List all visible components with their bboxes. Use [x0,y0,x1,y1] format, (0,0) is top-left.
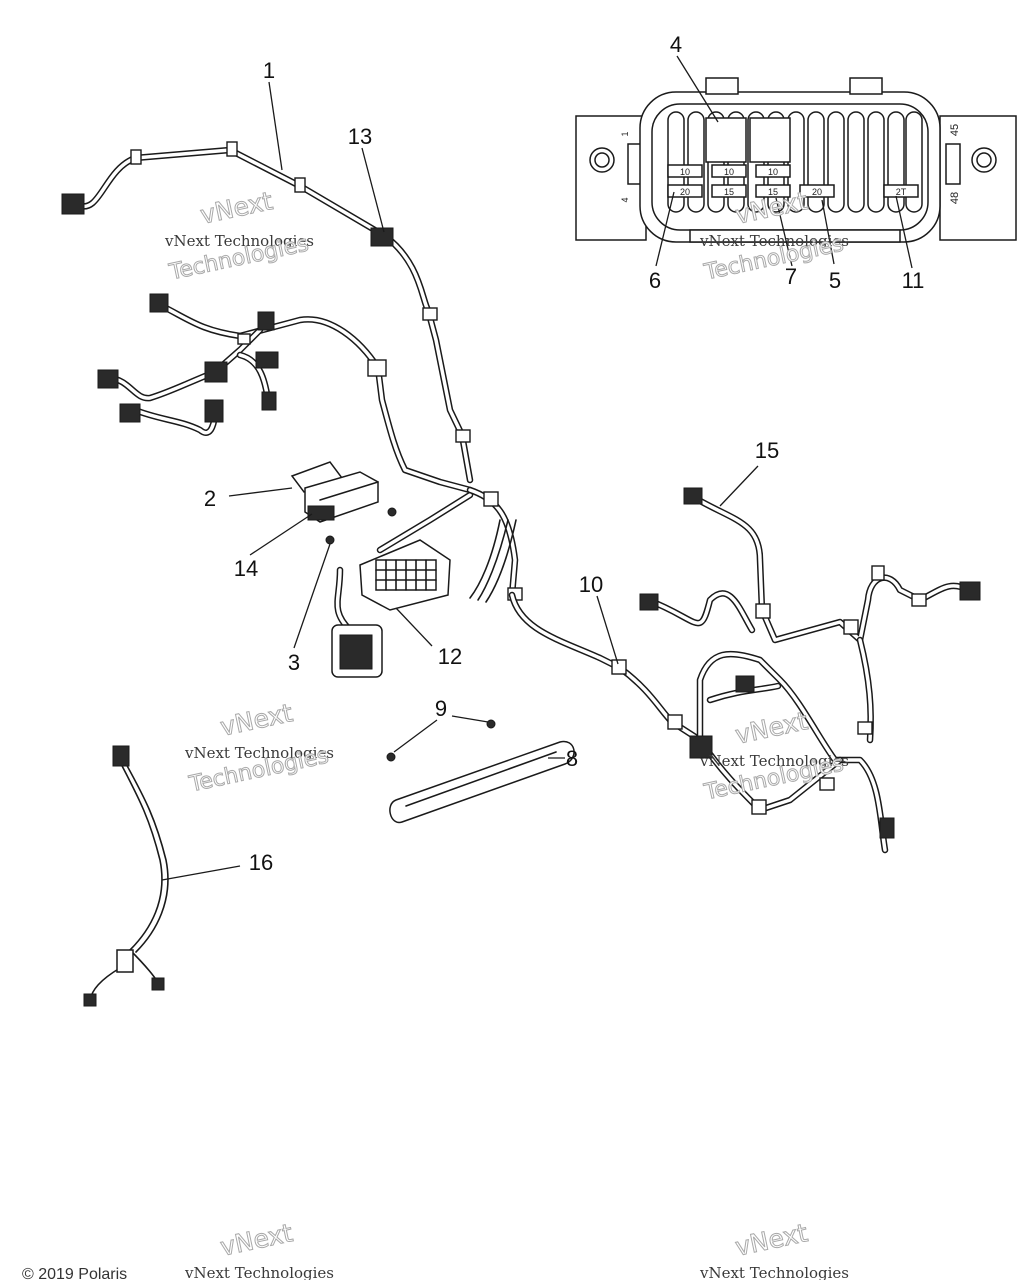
callout-1: 1 [263,58,275,83]
screw [325,535,335,545]
mounting-strap [389,740,575,824]
callout-15: 15 [755,438,779,463]
connector-plug [370,227,394,247]
pin-number-4: 4 [620,197,630,202]
fuse-label: 10 [768,167,778,177]
callout-6: 6 [649,268,661,293]
center-branch [466,486,523,603]
harness-10 [508,591,704,744]
callout-3: 3 [288,650,300,675]
fuse-label: 20 [812,187,822,197]
harness-16 [83,745,169,1007]
pin-number-45: 45 [949,124,961,136]
fuse-label: 15 [724,187,734,197]
watermark: vNext vNext Technologies [184,1218,334,1280]
watermark-line: vNext Technologies [699,232,849,250]
harness-15 [639,487,981,854]
callout-13: 13 [348,124,372,149]
relay-left [705,117,747,163]
fuse-label: 10 [680,167,690,177]
callout-10: 10 [579,572,603,597]
callout-7: 7 [785,264,797,289]
fuse-grid [375,559,437,591]
screw [486,719,496,729]
watermark-small: vNext [218,698,296,742]
watermark-small: vNext [733,706,811,750]
callout-14: 14 [234,556,258,581]
watermark-line: vNext Technologies [699,752,849,770]
branch-harness [97,293,474,494]
fuse-box-connector-detail: 10 20 10 15 10 15 20 2T 1 4 45 48 [575,77,1017,243]
callout-2: 2 [204,486,216,511]
fuse-slots [667,164,919,198]
watermark-small: vNext [198,186,276,230]
callout-8: 8 [566,746,578,771]
watermark-line: vNext Technologies [184,1264,334,1280]
fuse-label: 10 [724,167,734,177]
watermark-line: vNext Technologies [164,232,314,250]
control-module [304,471,379,523]
screw [387,507,397,517]
callout-16: 16 [249,850,273,875]
watermark: vNext vNext Technologies Technologies [164,186,314,286]
relay-right [749,117,791,163]
watermark-line: vNext Technologies [699,1264,849,1280]
callout-4: 4 [670,32,682,57]
watermark: vNext vNext Technologies [699,1218,849,1280]
callout-5: 5 [829,268,841,293]
watermark: vNext vNext Technologies Technologies [184,698,334,798]
copyright-text: © 2019 Polaris [22,1266,128,1283]
connector-plug [61,193,85,215]
leader-lines [161,55,913,881]
fuse-label: 2T [896,187,907,197]
callout-numbers: 1 2 3 4 5 6 7 8 9 10 11 12 13 14 15 16 [204,32,925,875]
callout-12: 12 [438,644,462,669]
watermark-line: vNext Technologies [184,744,334,762]
watermark-small: vNext [218,1218,296,1262]
pin-number-48: 48 [949,192,961,204]
fuse-label: 20 [680,187,690,197]
callout-11: 11 [902,268,925,293]
callout-9: 9 [435,696,447,721]
fuse-box-assembly [325,491,474,678]
screw [386,752,396,762]
main-harness-1 [61,141,474,484]
watermark-small: vNext [733,1218,811,1262]
pin-number-1: 1 [620,131,630,136]
fuse-label: 15 [768,187,778,197]
